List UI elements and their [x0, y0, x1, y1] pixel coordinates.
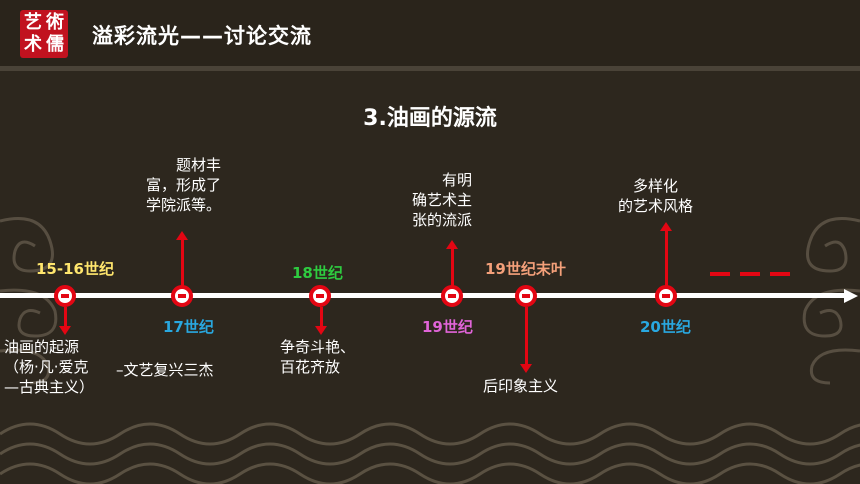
arrow-up-head [660, 222, 672, 231]
era-label: 18世纪 [292, 264, 343, 282]
wave-pattern-decoration [0, 422, 860, 484]
logo: 艺 術 术 儒 [20, 10, 68, 58]
header-divider [0, 66, 860, 71]
page-title: 溢彩流光——讨论交流 [92, 24, 312, 48]
era-label: 19世纪 [422, 318, 473, 336]
timeline-axis [0, 293, 846, 298]
timeline-node [54, 285, 76, 307]
timeline-node [309, 285, 331, 307]
arrow-down-head [59, 326, 71, 335]
event-description: 后印象主义 [483, 377, 559, 395]
era-label: 17世纪 [163, 318, 214, 336]
slide-body [0, 71, 860, 484]
arrow-up-head [446, 240, 458, 249]
event-description: –文艺复兴三杰 [116, 361, 214, 379]
logo-char: 術 [46, 12, 64, 33]
timeline-node [441, 285, 463, 307]
era-label: 19世纪末叶 [485, 260, 566, 278]
dashed-continuation [770, 272, 790, 276]
timeline-node [655, 285, 677, 307]
logo-char: 术 [24, 34, 42, 55]
event-description: 争奇斗艳、 百花齐放 [280, 338, 356, 376]
timeline-node [515, 285, 537, 307]
timeline-arrowhead [844, 289, 858, 303]
arrow-up [181, 240, 184, 286]
arrow-up-head [176, 231, 188, 240]
event-description: 题材丰 富，形成了 学院派等。 [146, 156, 222, 214]
dashed-continuation [710, 272, 730, 276]
event-description: 多样化 的艺术风格 [618, 177, 694, 215]
era-label: 15-16世纪 [36, 260, 114, 278]
slide-subtitle: 3.油画的源流 [363, 106, 497, 131]
arrow-down [320, 307, 323, 327]
arrow-up [665, 231, 668, 286]
logo-char: 艺 [24, 12, 42, 33]
dashed-continuation [740, 272, 760, 276]
arrow-down [64, 307, 67, 327]
era-label: 20世纪 [640, 318, 691, 336]
event-description: 油画的起源 （杨·凡·爱克 —古典主义） [4, 338, 95, 396]
header-bar: 艺 術 术 儒 溢彩流光——讨论交流 [0, 0, 860, 66]
arrow-up [451, 249, 454, 286]
timeline-node [171, 285, 193, 307]
arrow-down [525, 307, 528, 365]
logo-char: 儒 [46, 34, 64, 55]
event-description: 有明 确艺术主 张的流派 [412, 171, 473, 229]
arrow-down-head [520, 364, 532, 373]
arrow-down-head [315, 326, 327, 335]
